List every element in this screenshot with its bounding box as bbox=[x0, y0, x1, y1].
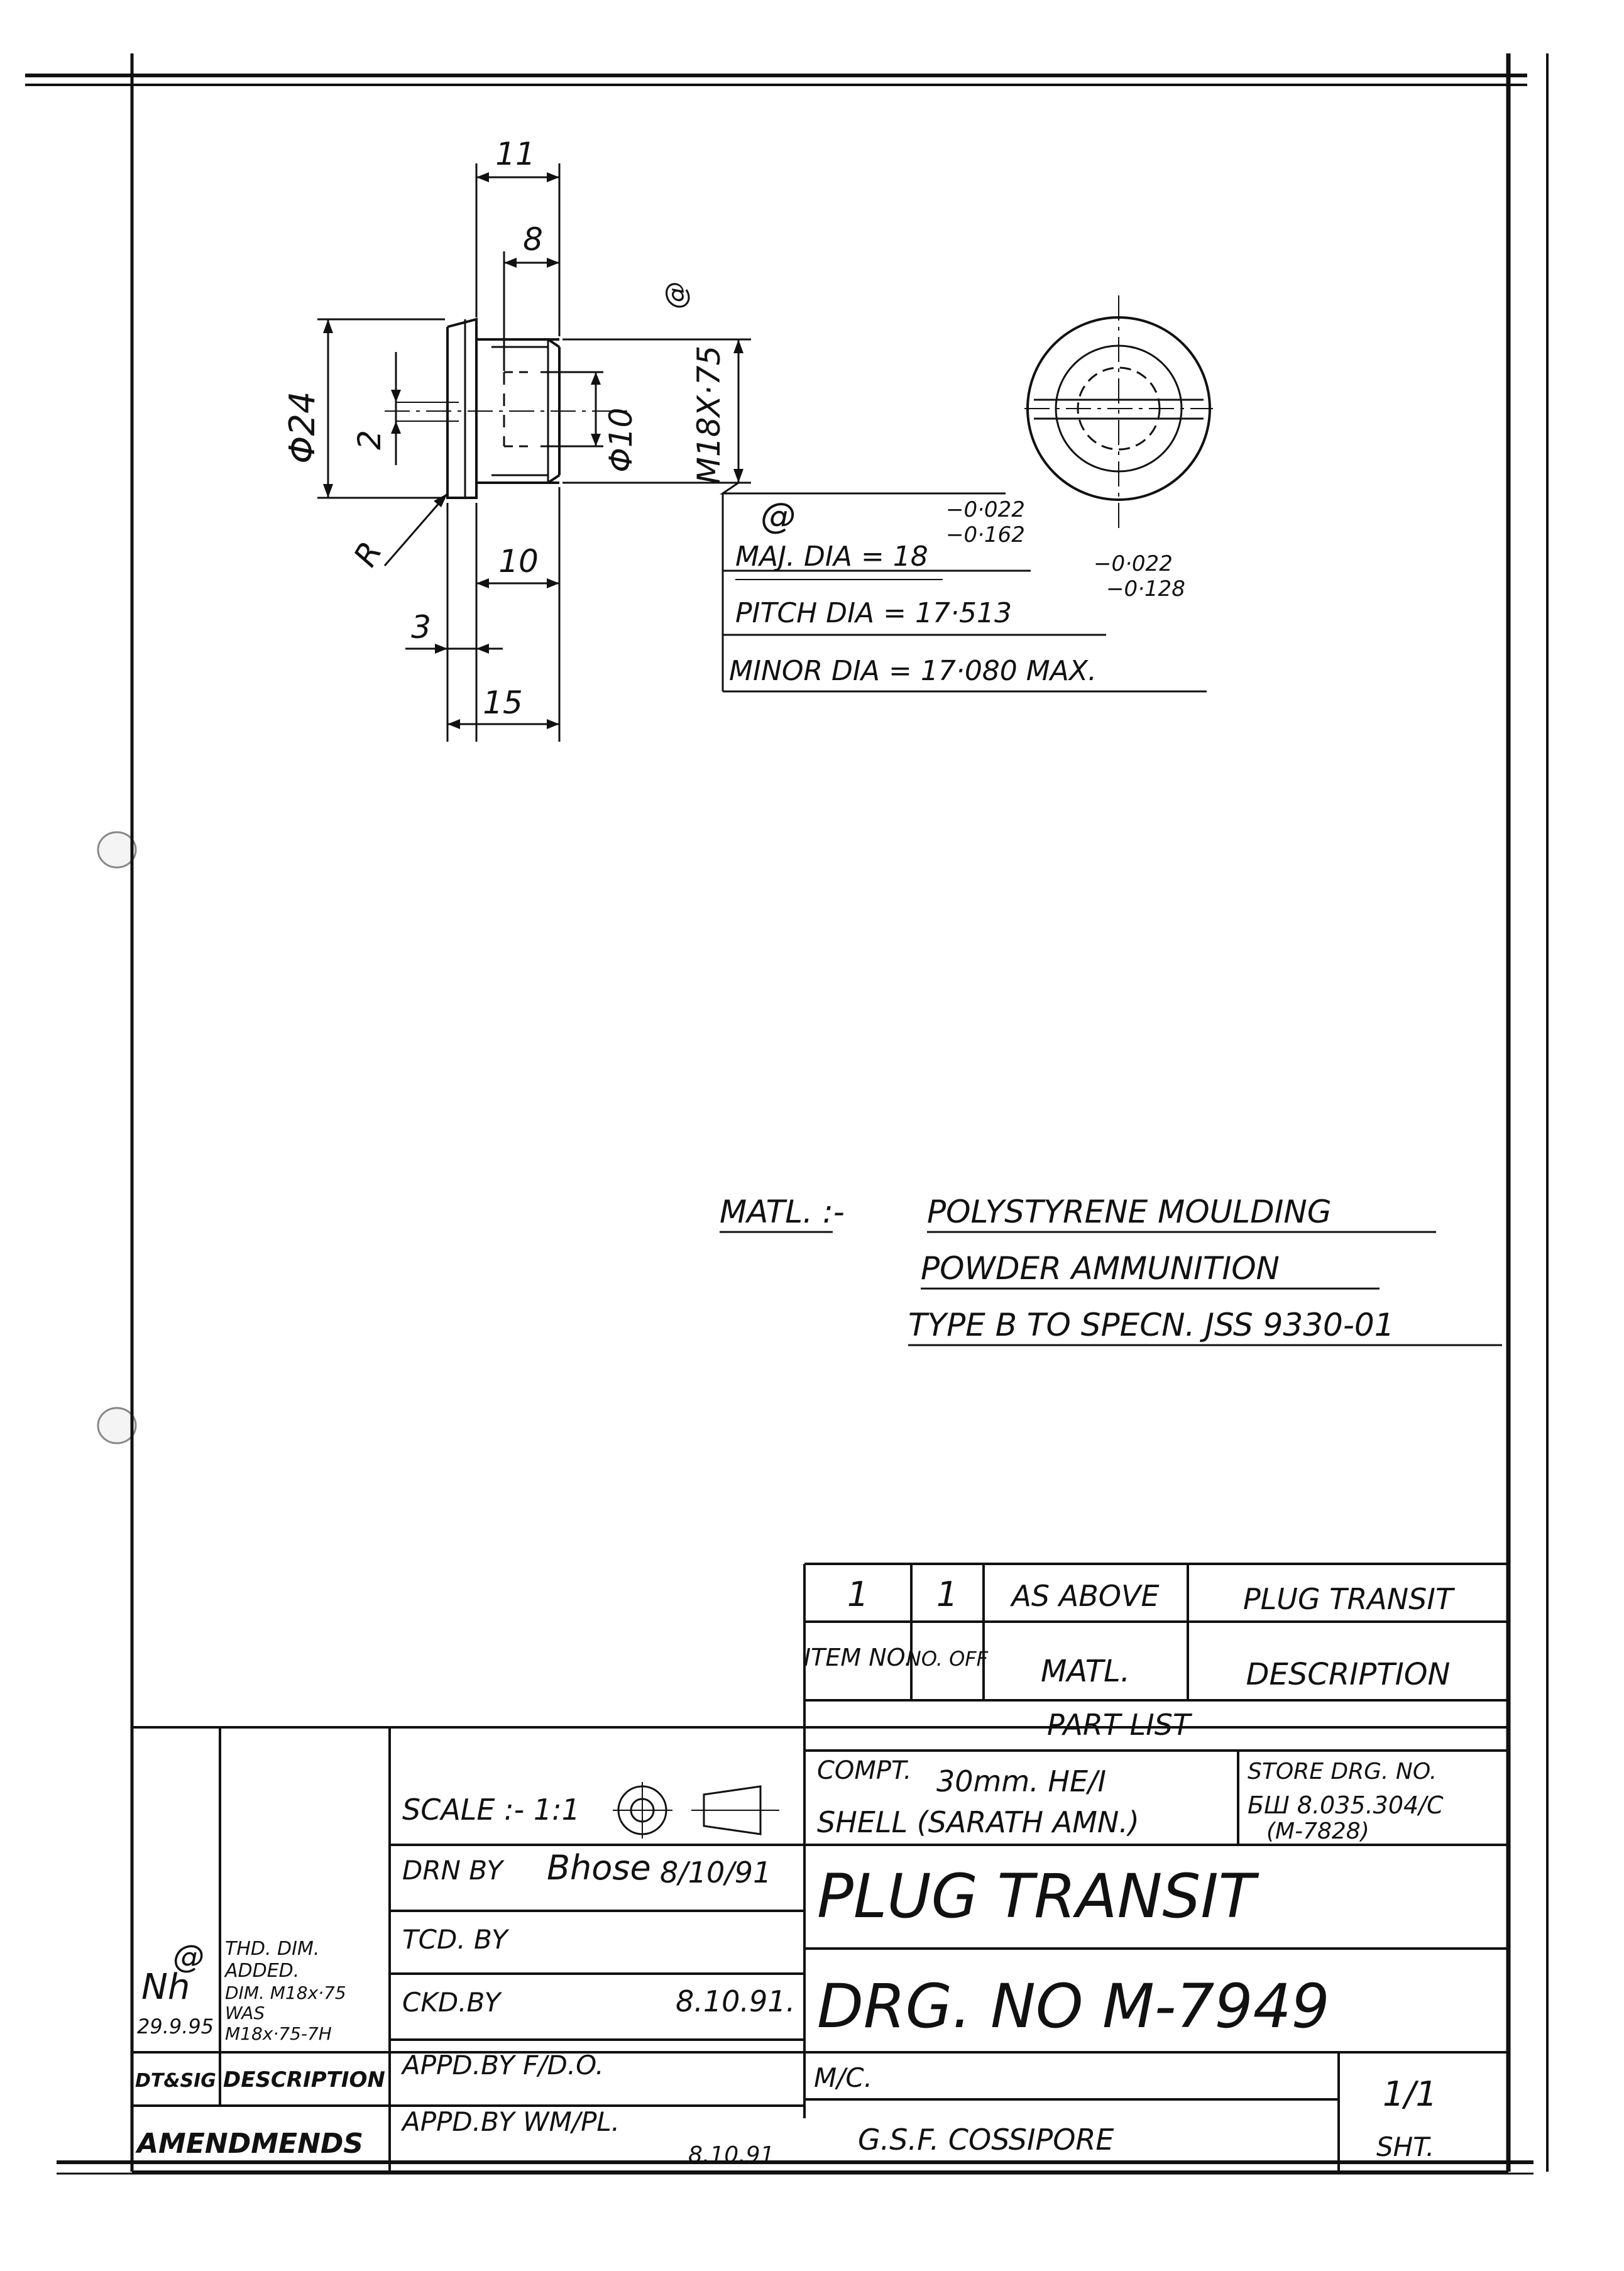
part-list-header-description: DESCRIPTION bbox=[1246, 1657, 1451, 1692]
dim-3: 3 bbox=[411, 609, 431, 646]
factory-name: G.S.F. COSSIPORE bbox=[858, 2123, 1114, 2157]
maj-dia: MAJ. DIA = 18 bbox=[735, 541, 928, 573]
part-list-header-matl: MATL. bbox=[1041, 1654, 1130, 1689]
drg-number: DRG. NO M-7949 bbox=[817, 1971, 1330, 2042]
amendment-block: @ Nh 29.9.95 THD. DIM. ADDED. DIM. M18x·… bbox=[135, 1938, 385, 2160]
appd-fdo-label: APPD.BY F/D.O. bbox=[400, 2050, 604, 2081]
material-note-label: MATL. :- bbox=[720, 1194, 845, 1230]
part-list-no-off: 1 bbox=[936, 1575, 958, 1614]
drn-by-date: 8/10/91 bbox=[660, 1856, 771, 1889]
store-label: STORE DRG. NO. bbox=[1248, 1759, 1437, 1784]
appd-wmpl-label: APPD.BY WM/PL. bbox=[400, 2106, 620, 2137]
amendment-date: 29.9.95 bbox=[137, 2015, 214, 2038]
part-side-view bbox=[385, 317, 628, 499]
sheet-border bbox=[25, 53, 1549, 2175]
part-end-view bbox=[1024, 295, 1213, 528]
part-title: PLUG TRANSIT bbox=[817, 1861, 1259, 1932]
amendment-line2: ADDED. bbox=[224, 1960, 299, 1982]
part-list-header-no-off: NO. OFF bbox=[906, 1647, 989, 1671]
drn-by-sign: Bhose bbox=[547, 1848, 651, 1888]
compt-line1: 30mm. HE/I bbox=[936, 1764, 1106, 1798]
amendment-sign: Nh bbox=[141, 1967, 190, 2008]
dim-10: 10 bbox=[498, 543, 539, 580]
punch-hole-top bbox=[97, 831, 137, 869]
scale-text: SCALE :- 1:1 bbox=[402, 1793, 580, 1827]
ckd-by-label: CKD.BY bbox=[402, 1987, 503, 2018]
title-block: COMPT. 30mm. HE/I SHELL (SARATH AMN.) ST… bbox=[400, 1756, 1444, 2168]
maj-tol-upper: −0·022 bbox=[946, 497, 1025, 522]
dim-dia10: Φ10 bbox=[603, 408, 639, 473]
pitch-tol-upper: −0·022 bbox=[1094, 551, 1173, 576]
maj-tol-lower: −0·162 bbox=[946, 522, 1025, 547]
amendment-mark: @ bbox=[173, 1938, 204, 1975]
part-list: 1 1 AS ABOVE PLUG TRANSIT ITEM NO. NO. O… bbox=[804, 1575, 1456, 1742]
pitch-dia: PITCH DIA = 17·513 bbox=[735, 597, 1012, 629]
minor-dia: MINOR DIA = 17·080 MAX. bbox=[729, 655, 1097, 687]
appd-date: 8.10.91 bbox=[688, 2142, 774, 2168]
dim-11: 11 bbox=[495, 136, 535, 172]
part-list-matl: AS ABOVE bbox=[1009, 1579, 1159, 1613]
material-note-line2: POWDER AMMUNITION bbox=[921, 1250, 1280, 1287]
part-list-description: PLUG TRANSIT bbox=[1243, 1582, 1456, 1616]
mc-label: M/C. bbox=[814, 2062, 872, 2093]
compt-line2: SHELL (SARATH AMN.) bbox=[817, 1805, 1139, 1839]
ckd-by-date: 8.10.91. bbox=[676, 1984, 795, 2018]
material-note-line3: TYPE B TO SPECN. JSS 9330-01 bbox=[908, 1307, 1395, 1343]
amendment-col-date-sig: DT&SIG bbox=[135, 2070, 216, 2092]
material-note-line1: POLYSTYRENE MOULDING bbox=[927, 1194, 1332, 1230]
sheet-label: SHT. bbox=[1376, 2131, 1434, 2162]
compt-label: COMPT. bbox=[817, 1756, 911, 1785]
projection-symbol bbox=[613, 1782, 779, 1839]
amendment-footer: AMENDMENDS bbox=[135, 2128, 363, 2160]
part-dimension-labels: 11 8 Φ24 2 Φ10 M18X·75 @ R 10 3 15 bbox=[282, 136, 727, 721]
dim-2: 2 bbox=[351, 430, 388, 450]
amendment-line5: M18x·75-7H bbox=[225, 2023, 332, 2044]
amendment-line4: WAS bbox=[225, 2003, 265, 2023]
amendment-line3: DIM. M18x·75 bbox=[225, 1982, 346, 2003]
thread-callout: @ MAJ. DIA = 18 −0·022 −0·162 PITCH DIA … bbox=[721, 493, 1207, 693]
store-number: БШ 8.035.304/C bbox=[1248, 1791, 1444, 1819]
dim-thread: M18X·75 bbox=[691, 346, 727, 485]
pitch-tol-lower: −0·128 bbox=[1106, 576, 1185, 602]
dim-r: R bbox=[346, 536, 389, 573]
part-list-item: 1 bbox=[847, 1575, 869, 1614]
part-dimensions bbox=[317, 163, 1006, 742]
dim-dia24: Φ24 bbox=[282, 391, 323, 463]
tcd-by-label: TCD. BY bbox=[402, 1924, 510, 1955]
store-sub: (M-7828) bbox=[1266, 1818, 1369, 1844]
amendment-col-desc: DESCRIPTION bbox=[223, 2067, 385, 2092]
amendment-line1: THD. DIM. bbox=[225, 1938, 319, 1960]
dim-8: 8 bbox=[523, 221, 543, 258]
drn-by-label: DRN BY bbox=[402, 1855, 505, 1886]
title-block-grid bbox=[132, 1563, 1508, 2173]
part-list-header-item: ITEM NO. bbox=[804, 1644, 912, 1671]
dim-15: 15 bbox=[483, 685, 523, 721]
part-list-title: PART LIST bbox=[1047, 1708, 1193, 1742]
sheet-number: 1/1 bbox=[1383, 2074, 1437, 2114]
punch-hole-bottom bbox=[97, 1407, 137, 1444]
dim-thread-mark: @ bbox=[660, 282, 692, 309]
material-note: MATL. :- POLYSTYRENE MOULDING POWDER AMM… bbox=[720, 1194, 1502, 1346]
thread-callout-mark: @ bbox=[760, 496, 796, 537]
